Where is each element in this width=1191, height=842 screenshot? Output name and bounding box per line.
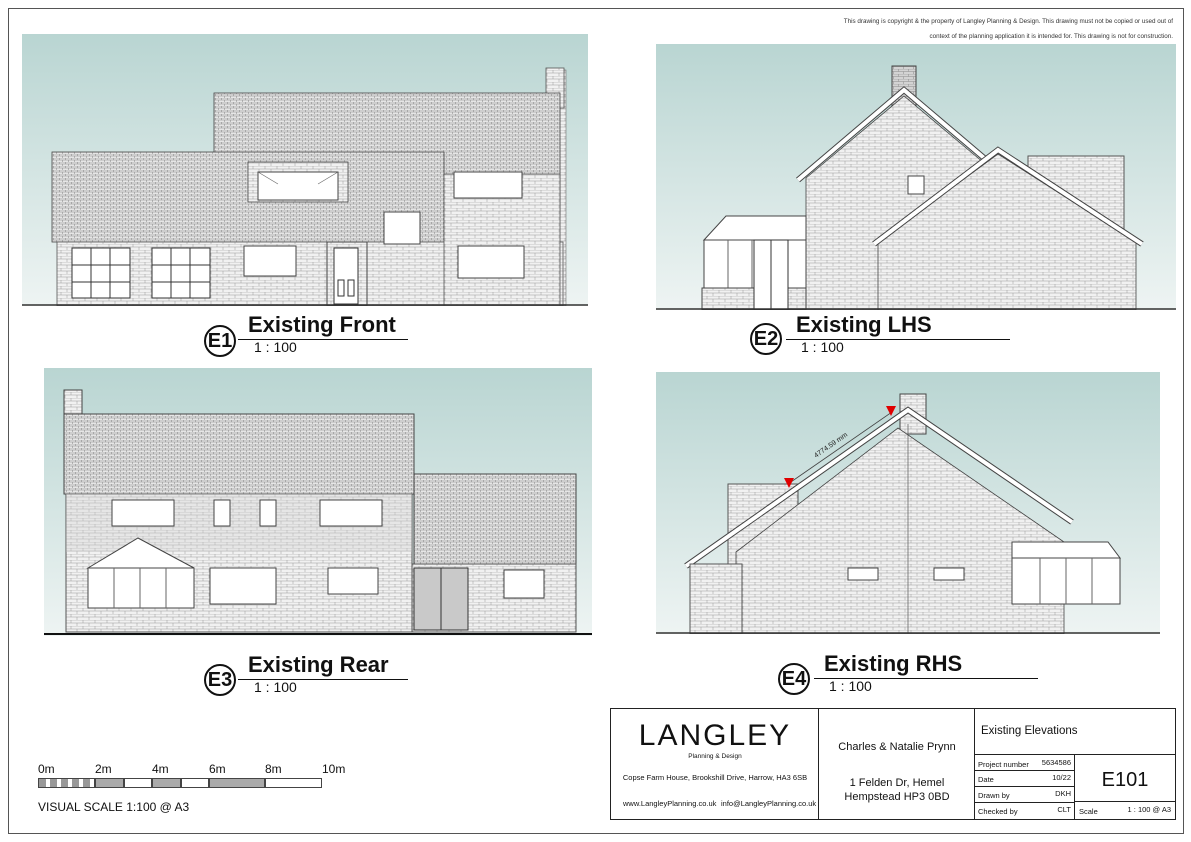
checked-by-label: Checked by <box>978 807 1018 816</box>
dimension-arrow-start <box>784 478 794 488</box>
scale-segment-4-5 <box>152 778 181 788</box>
copyright-line-1: This drawing is copyright & the property… <box>843 18 1173 25</box>
company-address: Copse Farm House, Brookshill Drive, Harr… <box>622 773 808 782</box>
project-number-value: 5634586 <box>1041 758 1071 767</box>
scale-segment-3-4 <box>124 778 152 788</box>
scale-segment-8-10 <box>265 778 322 788</box>
view-scale-e4: 1 : 100 <box>829 678 872 694</box>
scale-cell: Scale 1 : 100 @ A3 <box>1075 802 1175 819</box>
scale-tick-8m: 8m <box>265 762 282 776</box>
view-title-e3: Existing Rear <box>248 652 389 677</box>
scale-value: 1 : 100 @ A3 <box>1127 805 1171 814</box>
label-line-e2 <box>786 339 1010 340</box>
scale-tick-4m: 4m <box>152 762 169 776</box>
project-number-label: Project number <box>978 760 1029 769</box>
view-number-e2: E2 <box>750 323 782 355</box>
view-number-e4: E4 <box>778 663 810 695</box>
checked-by-value: CLT <box>1057 805 1071 814</box>
view-scale-e3: 1 : 100 <box>254 679 297 695</box>
company-tagline: Planning & Design <box>688 753 742 760</box>
scale-segment-2-3 <box>95 778 124 788</box>
scale-segment-5-6 <box>181 778 209 788</box>
scale-tick-2m: 2m <box>95 762 112 776</box>
drawn-by-label: Drawn by <box>978 791 1010 800</box>
details-cell: Project number 5634586 Date 10/22 Drawn … <box>975 755 1075 819</box>
drawing-number-cell: E101 <box>1075 755 1175 802</box>
label-line-e1 <box>238 339 408 340</box>
company-cell: LANGLEY Planning & Design Copse Farm Hou… <box>611 709 819 819</box>
copyright-line-2: context of the planning application it i… <box>929 33 1173 40</box>
company-logo: LANGLEY <box>638 719 792 752</box>
dimension-arrow-end <box>886 406 896 416</box>
date-label: Date <box>978 775 994 784</box>
label-line-e3 <box>238 679 408 680</box>
elevation-rhs-drawing: 4774.59 mm <box>656 372 1160 634</box>
drawing-title: Existing Elevations <box>981 725 1078 737</box>
scale-bar: 0m 2m 4m 6m 8m 10m <box>38 762 358 822</box>
scale-tick-0m: 0m <box>38 762 55 776</box>
drawn-by-value: DKH <box>1055 789 1071 798</box>
company-email: info@LangleyPlanning.co.uk <box>721 799 817 808</box>
scale-label: Scale <box>1079 807 1098 816</box>
site-address-line-1: 1 Felden Dr, Hemel <box>849 777 945 789</box>
project-number-row: Project number 5634586 <box>975 755 1075 771</box>
drawn-by-row: Drawn by DKH <box>975 786 1075 803</box>
site-address-line-2: Hempstead HP3 0BD <box>844 791 950 803</box>
project-cell: Charles & Natalie Prynn 1 Felden Dr, Hem… <box>819 709 975 819</box>
date-row: Date 10/22 <box>975 770 1075 787</box>
scale-segment-0-2 <box>38 778 95 788</box>
drawing-sheet <box>8 8 1184 834</box>
view-number-e1: E1 <box>204 325 236 357</box>
client-name: Charles & Natalie Prynn <box>838 741 956 753</box>
view-number-e3: E3 <box>204 664 236 696</box>
view-scale-e1: 1 : 100 <box>254 339 297 355</box>
view-title-e2: Existing LHS <box>796 312 932 337</box>
scale-segment-6-8 <box>209 778 265 788</box>
copyright-notice: This drawing is copyright & the property… <box>753 14 1173 44</box>
view-title-e4: Existing RHS <box>824 651 963 676</box>
visual-scale-caption: VISUAL SCALE 1:100 @ A3 <box>38 800 190 814</box>
scale-tick-6m: 6m <box>209 762 226 776</box>
scale-tick-10m: 10m <box>322 762 346 776</box>
company-website: www.LangleyPlanning.co.uk <box>623 799 717 808</box>
drawing-number: E101 <box>1101 769 1149 791</box>
elevation-lhs-drawing <box>656 44 1176 310</box>
elevation-front-drawing <box>22 34 588 306</box>
checked-by-row: Checked by CLT <box>975 802 1075 818</box>
title-block: LANGLEY Planning & Design Copse Farm Hou… <box>610 708 1176 820</box>
drawing-title-cell: Existing Elevations <box>975 709 1175 755</box>
label-line-e4 <box>814 678 1038 679</box>
view-scale-e2: 1 : 100 <box>801 339 844 355</box>
elevation-rear-drawing <box>44 368 592 636</box>
date-value: 10/22 <box>1052 773 1071 782</box>
view-title-e1: Existing Front <box>248 312 396 337</box>
